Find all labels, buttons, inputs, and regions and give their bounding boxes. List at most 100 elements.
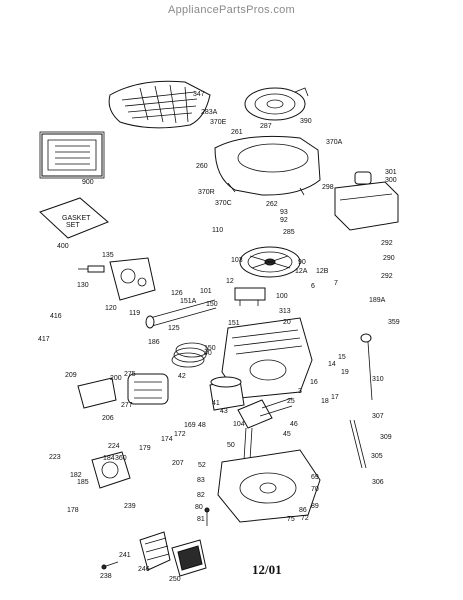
callout-370C: 370C xyxy=(215,200,232,207)
callout-20: 20 xyxy=(283,319,291,326)
callout-300: 300 xyxy=(385,177,397,184)
engine-replacement[interactable] xyxy=(39,131,105,179)
cylinder-block[interactable] xyxy=(221,317,313,399)
dipstick[interactable] xyxy=(360,333,373,401)
callout-370R: 370R xyxy=(198,189,215,196)
callout-89: 89 xyxy=(311,503,319,510)
callout-70: 70 xyxy=(311,486,319,493)
callout-7: 7 xyxy=(334,280,338,287)
callout-101: 101 xyxy=(200,288,212,295)
callout-370E: 370E xyxy=(210,119,227,126)
callout-42: 42 xyxy=(178,373,186,380)
callout-120: 120 xyxy=(105,305,117,312)
callout-400: 400 xyxy=(57,243,69,250)
callout-169: 169 xyxy=(184,422,196,429)
watermark: AppliancePartsPros.com xyxy=(167,4,296,16)
gasket-set[interactable]: GASKET SET xyxy=(39,197,109,239)
bolt-238[interactable] xyxy=(101,561,119,570)
callout-287: 287 xyxy=(260,123,272,130)
callout-283A: 283A xyxy=(201,109,218,116)
callout-241: 241 xyxy=(119,552,131,559)
piston[interactable] xyxy=(209,376,245,411)
callout-151A: 151A xyxy=(180,298,197,305)
callout-174: 174 xyxy=(161,436,173,443)
callout-209: 209 xyxy=(65,372,77,379)
callout-92: 92 xyxy=(280,217,288,224)
ignition-armature[interactable] xyxy=(234,287,266,306)
callout-125: 125 xyxy=(168,325,180,332)
crankshaft[interactable] xyxy=(237,397,293,461)
callout-313: 313 xyxy=(279,308,291,315)
callout-43: 43 xyxy=(220,408,228,415)
callout-12A: 12A xyxy=(295,268,308,275)
callout-390: 390 xyxy=(300,118,312,125)
callout-298: 298 xyxy=(322,184,334,191)
callout-360: 360 xyxy=(115,455,127,462)
air-cleaner-cover[interactable] xyxy=(171,539,207,577)
callout-275: 275 xyxy=(124,371,136,378)
carburetor[interactable] xyxy=(109,257,156,301)
callout-41: 41 xyxy=(212,400,220,407)
flywheel[interactable] xyxy=(239,246,301,278)
callout-285: 285 xyxy=(283,229,295,236)
engine-cover-shroud[interactable] xyxy=(108,80,211,129)
air-cleaner-base[interactable] xyxy=(91,451,131,489)
callout-262: 262 xyxy=(266,201,278,208)
blower-housing[interactable] xyxy=(214,135,321,196)
callout-3: 3 xyxy=(298,388,302,395)
callout-151: 151 xyxy=(228,320,240,327)
callout-50: 50 xyxy=(227,442,235,449)
oil-sump[interactable] xyxy=(217,449,321,523)
callout-72: 72 xyxy=(301,515,309,522)
callout-246: 246 xyxy=(138,566,150,573)
callout-15: 15 xyxy=(338,354,346,361)
callout-223: 223 xyxy=(49,454,61,461)
callout-310: 310 xyxy=(372,376,384,383)
callout-900: 900 xyxy=(82,179,94,186)
callout-207: 207 xyxy=(172,460,184,467)
callout-100: 100 xyxy=(276,293,288,300)
flywheel-screen[interactable] xyxy=(244,87,309,121)
callout-130: 130 xyxy=(77,282,89,289)
callout-17: 17 xyxy=(331,394,339,401)
callout-150: 150 xyxy=(206,301,218,308)
callout-93: 93 xyxy=(280,209,288,216)
callout-359: 359 xyxy=(388,319,400,326)
callout-75: 75 xyxy=(287,516,295,523)
dipstick-tube[interactable] xyxy=(349,419,367,469)
callout-186: 186 xyxy=(148,339,160,346)
callout-45: 45 xyxy=(283,431,291,438)
callout-184: 184 xyxy=(103,455,115,462)
air-filter[interactable] xyxy=(139,531,171,571)
callout-110: 110 xyxy=(212,227,223,234)
fuel-tank[interactable] xyxy=(334,171,399,231)
callout-305: 305 xyxy=(371,453,383,460)
callout-83: 83 xyxy=(197,477,205,484)
callout-25: 25 xyxy=(287,398,295,405)
callout-238: 238 xyxy=(100,573,112,580)
callout-103: 103 xyxy=(231,257,243,264)
callout-86: 86 xyxy=(299,507,307,514)
control-bracket[interactable] xyxy=(77,377,117,409)
callout-179: 179 xyxy=(139,445,151,452)
valves[interactable] xyxy=(145,299,217,329)
callout-14: 14 xyxy=(328,361,336,368)
callout-306: 306 xyxy=(372,479,384,486)
callout-200: 200 xyxy=(110,375,122,382)
callout-307: 307 xyxy=(372,413,384,420)
callout-206: 206 xyxy=(102,415,114,422)
callout-260: 260 xyxy=(196,163,208,170)
callout-172: 172 xyxy=(174,431,186,438)
muffler[interactable] xyxy=(127,373,169,405)
callout-182: 182 xyxy=(70,472,82,479)
callout-104: 104 xyxy=(233,421,245,428)
piston-rings[interactable] xyxy=(171,342,209,368)
svg-text:SET: SET xyxy=(66,222,80,229)
callout-19: 19 xyxy=(341,369,349,376)
callout-309: 309 xyxy=(380,434,392,441)
bolt-81[interactable] xyxy=(204,507,210,526)
callout-250: 250 xyxy=(169,576,181,583)
spark-plug[interactable] xyxy=(78,265,105,273)
callout-12B: 12B xyxy=(316,268,329,275)
